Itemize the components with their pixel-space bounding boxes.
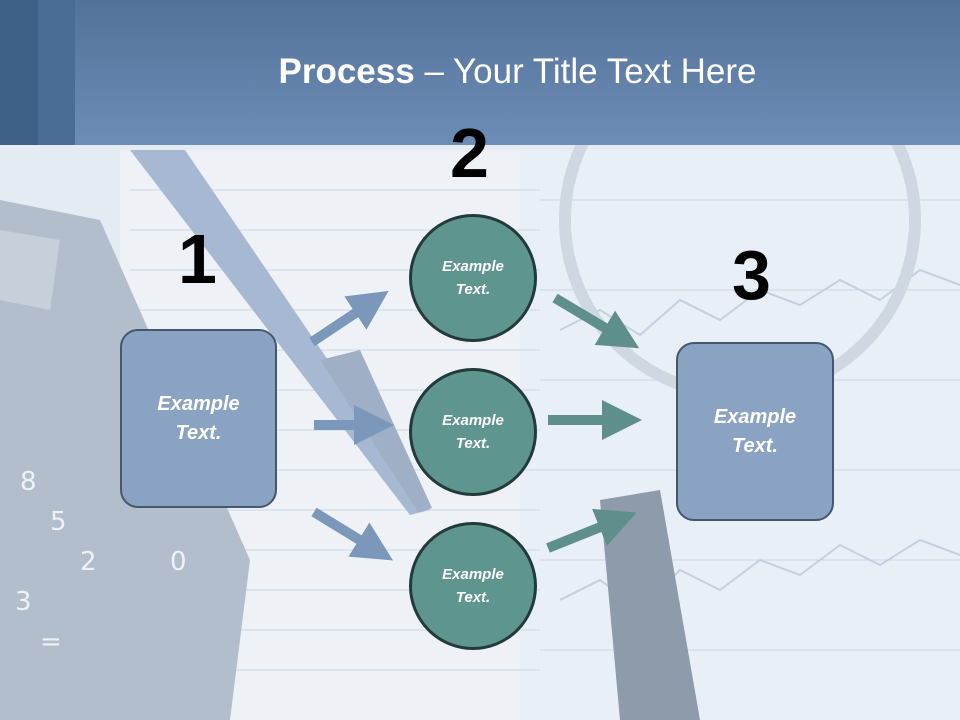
circle-line1: Example [442, 258, 504, 275]
step-number-3: 3 [732, 236, 771, 314]
slide-title: Process – Your Title Text Here [75, 52, 960, 92]
svg-text:3: 3 [15, 587, 32, 617]
svg-text:2: 2 [80, 547, 97, 577]
step-number-2: 2 [450, 114, 489, 192]
circle-line1: Example [442, 566, 504, 583]
header-accent-strip [0, 0, 38, 145]
title-bold: Process [278, 52, 415, 91]
output-box-line2: Text. [732, 434, 778, 457]
svg-text:0: 0 [170, 547, 187, 577]
input-box-line1: Example [157, 392, 240, 415]
input-box-line2: Text. [175, 421, 222, 444]
step-number-1: 1 [178, 220, 217, 298]
circle-line1: Example [442, 412, 504, 429]
output-box-line1: Example [713, 405, 797, 428]
header-bar [0, 0, 960, 145]
svg-text:=: = [40, 627, 62, 657]
svg-text:8: 8 [20, 467, 37, 497]
circle-line2: Text. [455, 589, 491, 606]
title-rest: – Your Title Text Here [414, 52, 757, 91]
circle-line2: Text. [455, 435, 491, 452]
circle-line2: Text. [455, 281, 491, 298]
svg-text:5: 5 [50, 507, 67, 537]
header-accent-strip [38, 0, 75, 145]
